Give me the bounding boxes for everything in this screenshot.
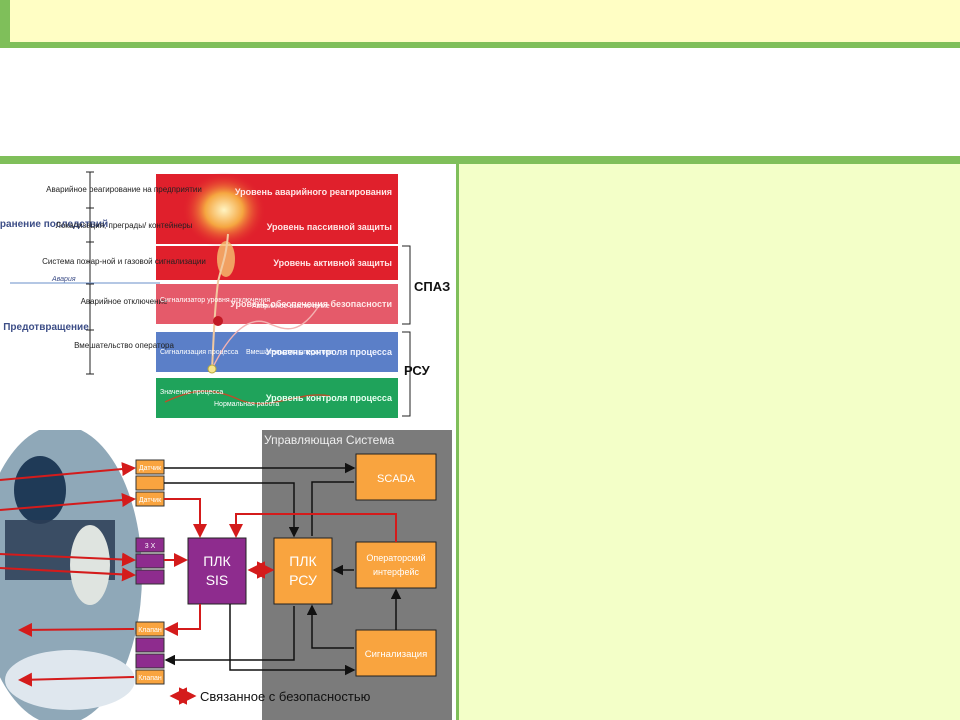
sensor-label-2: Датчик (139, 497, 162, 504)
sensor-label-1: Датчик (139, 465, 162, 472)
spaz-bracket (402, 245, 411, 325)
measure-emergency-response: Аварийное реагирование на предприятии (46, 185, 202, 194)
plc-sis-line-2: SIS (206, 572, 229, 588)
sensor-box-mid (135, 475, 165, 491)
valve-label-1: Клапан (138, 627, 162, 634)
measure-operator-intervention: Вмешательство оператора (74, 341, 174, 350)
protection-layers-diagram: Устранение последствий Авария Предотвращ… (0, 164, 452, 428)
group-label-mitigation: Устранение последствий (0, 219, 108, 230)
legend-label: Связанное с безопасностью (200, 689, 371, 704)
level-label-emergency: Уровень аварийного реагирования (235, 187, 392, 197)
valve-box-mid (135, 637, 165, 653)
operator-interface-line-2: интерфейс (373, 567, 419, 577)
label-process-alarm: Сигнализация процесса (160, 349, 238, 356)
level-bar-active (156, 246, 398, 280)
alarm-block (355, 629, 437, 677)
measure-emergency-shutdown: Аварийное отключение (81, 297, 168, 306)
label-trip-alarm: Сигнализатор уровня отключения (160, 297, 270, 304)
operator-interface-block (355, 541, 437, 589)
label-normal-operation: Нормальная работа (214, 400, 279, 408)
control-system-title: Управляющая Система (264, 433, 395, 447)
plc-sis-block (187, 537, 247, 605)
explosion-image (182, 172, 266, 248)
rsu-bracket (402, 331, 411, 417)
control-system-diagram: Управляющая Система Датчик Датчик 3 X Кл… (0, 430, 452, 720)
alarm-point-marker (207, 364, 217, 374)
accident-label: Авария (51, 276, 76, 283)
plc-rsu-line-2: РСУ (289, 572, 317, 588)
operator-interface-line-1: Операторский (366, 553, 425, 563)
sensor-box-1 (135, 459, 165, 475)
bracket-label-rsu: РСУ (404, 363, 431, 378)
group-label-prevention: Предотвращение (3, 322, 89, 333)
section-divider (0, 156, 960, 164)
bracket-label-spaz: СПАЗ (414, 279, 450, 294)
label-operator-intervention: Вмешательство оператора (246, 349, 333, 356)
label-emergency-trip: Аварийное выключение (252, 302, 330, 310)
plc-rsu-line-1: ПЛК (289, 553, 317, 569)
valve-box-mid-2 (135, 653, 165, 669)
measure-fire-gas: Система пожар-ной и газовой сигнализации (42, 257, 206, 266)
level-bar-process-control-green (156, 378, 398, 418)
sensor-group-label: 3 X (145, 543, 156, 550)
level-bar-process-control (156, 332, 398, 372)
level-label-process-control: Уровень контроля процесса (266, 347, 393, 357)
measure-localization: Локализация, преграды/ контейнеры (56, 221, 193, 230)
alarm-label: Сигнализация (365, 649, 428, 660)
sensor-group-box-3 (135, 569, 165, 585)
level-label-passive: Уровень пассивной защиты (267, 222, 393, 232)
plc-sis-line-1: ПЛК (203, 553, 231, 569)
sensor-group-box-1 (135, 537, 165, 553)
text-panel (456, 164, 960, 720)
plc-rsu-block (273, 537, 333, 605)
slide-title-bar (0, 0, 960, 48)
valve-label-2: Клапан (138, 675, 162, 682)
scada-label: SCADA (377, 473, 416, 485)
level-label-process-control-green: Уровень контроля процесса (266, 393, 393, 403)
trip-point-marker (213, 316, 223, 326)
valve-box-2 (135, 669, 165, 685)
label-process-value: Значение процесса (160, 389, 223, 396)
level-bar-safety (156, 284, 398, 324)
scada-block (355, 453, 437, 501)
level-label-active: Уровень активной защиты (273, 258, 392, 268)
sensor-group-box-2 (135, 553, 165, 569)
level-label-safety: Уровень обеспечения безопасности (230, 299, 392, 309)
